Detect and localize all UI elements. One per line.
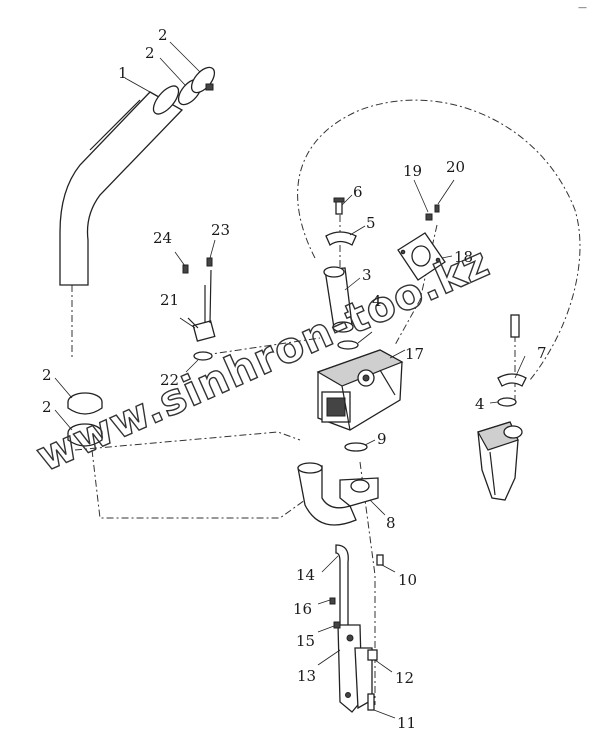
label-16: 16 (293, 600, 312, 618)
label-13: 13 (297, 667, 316, 685)
label-3: 3 (362, 266, 372, 284)
gasket-plate-part-18 (397, 232, 453, 281)
label-10: 10 (398, 571, 417, 589)
label-9: 9 (377, 430, 387, 448)
o-ring-part-4-right (489, 397, 517, 407)
label-2-b: 2 (158, 26, 168, 44)
label-8: 8 (386, 514, 396, 532)
hose-clamps-lower (54, 377, 103, 447)
label-15: 15 (296, 632, 315, 650)
label-11: 11 (397, 714, 416, 732)
label-18: 18 (454, 248, 473, 266)
small-hose-part-3 (323, 266, 361, 333)
elbow-pipe-part-8 (297, 462, 386, 526)
hose-clamps-top (159, 41, 216, 106)
label-24: 24 (153, 229, 172, 247)
label-17: 17 (405, 345, 424, 363)
label-2-d: 2 (42, 398, 52, 416)
label-19: 19 (403, 162, 422, 180)
corner-mark: — (578, 3, 587, 13)
o-ring-part-4-center (337, 331, 373, 350)
label-4-b: 4 (475, 395, 485, 413)
label-21: 21 (160, 291, 179, 309)
o-ring-part-9 (344, 439, 376, 452)
label-4-a: 4 (372, 292, 382, 310)
label-2-c: 2 (42, 366, 52, 384)
egr-valve-part-17 (316, 349, 406, 431)
label-23: 23 (211, 221, 230, 239)
hose-part-1 (59, 77, 184, 286)
label-6: 6 (353, 183, 363, 201)
label-22: 22 (160, 371, 179, 389)
label-7: 7 (537, 344, 547, 362)
sensor-assembly-21-24 (174, 239, 216, 373)
label-2-a: 2 (145, 44, 155, 62)
clamp-part-5 (325, 225, 366, 246)
label-20: 20 (446, 158, 465, 176)
label-5: 5 (366, 214, 376, 232)
small-parts-19-20 (413, 179, 455, 221)
watermark-text: www.sinhron-too.kz (29, 237, 496, 481)
label-1: 1 (118, 64, 128, 82)
part-number-labels: 1 2 2 2 2 3 4 4 5 6 7 8 9 10 11 12 13 14… (42, 26, 547, 732)
label-14: 14 (296, 566, 315, 584)
bracket-assembly-10-16 (317, 544, 396, 719)
right-valve-part-7 (477, 314, 527, 501)
label-12: 12 (395, 669, 414, 687)
bolt-part-6 (333, 194, 353, 215)
